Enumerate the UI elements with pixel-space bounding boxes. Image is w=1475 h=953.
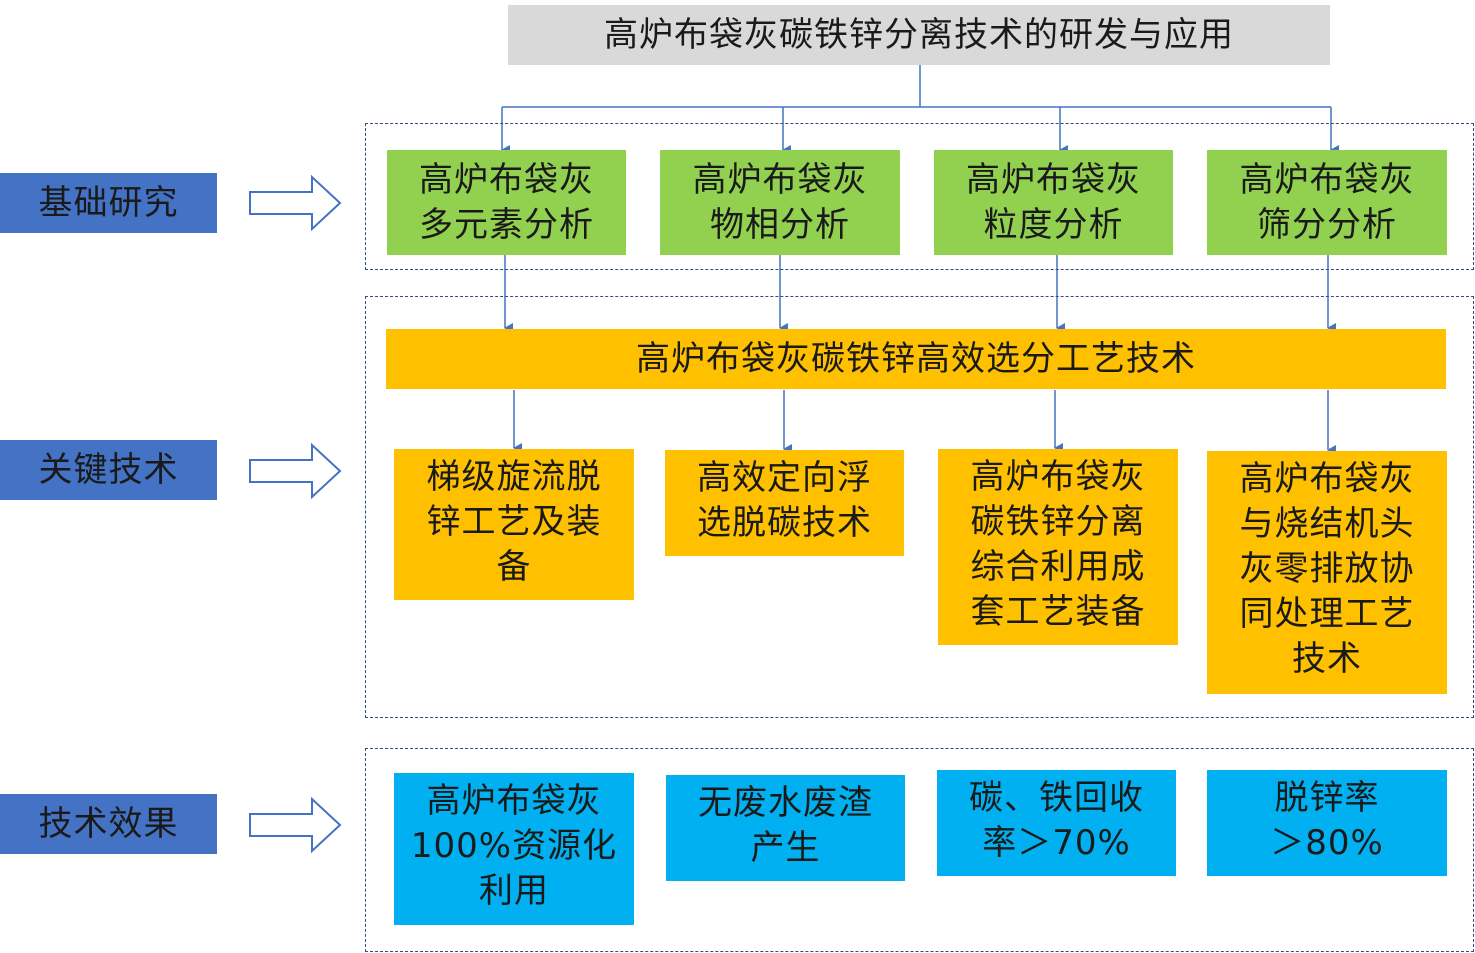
key-box-flotation-decarbon: 高效定向浮 选脱碳技术 (665, 450, 904, 556)
diagram-title: 高炉布袋灰碳铁锌分离技术的研发与应用 (508, 5, 1330, 65)
research-box-screening: 高炉布袋灰 筛分分析 (1207, 150, 1447, 255)
effect-box-resource-utilization: 高炉布袋灰 100%资源化 利用 (394, 773, 634, 925)
research-box-elements: 高炉布袋灰 多元素分析 (387, 150, 626, 255)
right-arrow-icon (249, 442, 342, 500)
label-key-tech: 关键技术 (0, 440, 217, 500)
effect-box-dezinc-rate: 脱锌率 ＞80% (1207, 770, 1447, 876)
key-box-zero-discharge: 高炉布袋灰 与烧结机头 灰零排放协 同处理工艺 技术 (1207, 451, 1447, 694)
research-box-phase: 高炉布袋灰 物相分析 (660, 150, 900, 255)
process-technology-bar: 高炉布袋灰碳铁锌高效选分工艺技术 (386, 329, 1446, 389)
right-arrow-icon (249, 796, 342, 854)
label-effect: 技术效果 (0, 794, 217, 854)
research-group (365, 123, 1474, 270)
effect-group (365, 748, 1474, 952)
key-tech-group (365, 296, 1474, 718)
effect-box-no-waste: 无废水废渣 产生 (666, 775, 905, 881)
key-box-integrated-equipment: 高炉布袋灰 碳铁锌分离 综合利用成 套工艺装备 (938, 449, 1178, 645)
effect-box-recovery-rate: 碳、铁回收 率＞70% (937, 770, 1176, 876)
label-research: 基础研究 (0, 173, 217, 233)
right-arrow-icon (249, 174, 342, 232)
key-box-cyclone-dezinc: 梯级旋流脱 锌工艺及装 备 (394, 449, 634, 600)
research-box-particle-size: 高炉布袋灰 粒度分析 (934, 150, 1173, 255)
